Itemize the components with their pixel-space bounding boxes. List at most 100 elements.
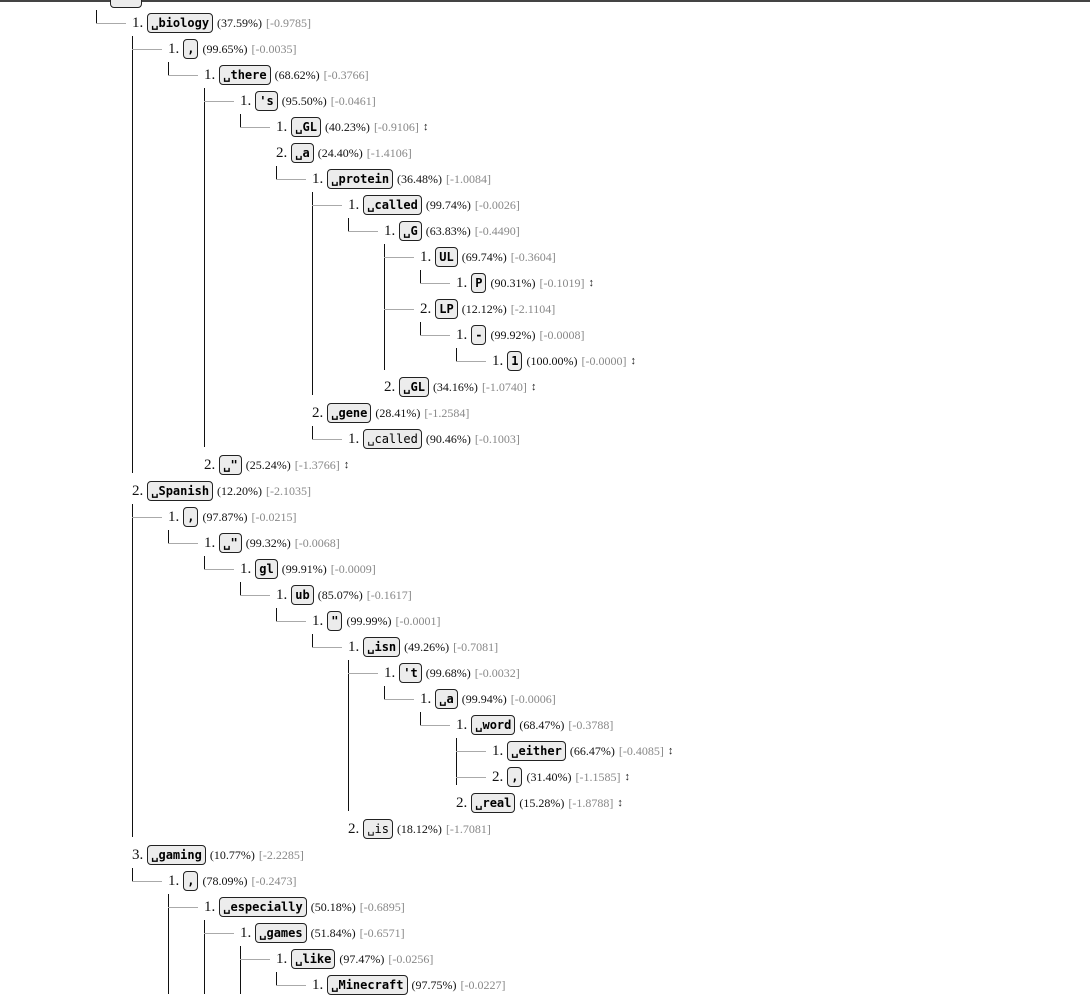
node-rank: 1. <box>456 326 468 343</box>
tree-connector-vertical <box>384 686 385 699</box>
token-chip[interactable]: ␣games <box>255 923 307 943</box>
node-rank: 1. <box>204 898 216 915</box>
expand-arrows-icon[interactable]: ↕ <box>343 459 350 471</box>
tree-connector-horizontal <box>420 283 450 284</box>
token-logprob: [-2.1104] <box>510 301 556 316</box>
token-chip[interactable]: LP <box>435 299 458 319</box>
tree-connector-horizontal <box>240 595 270 596</box>
token-chip[interactable]: ␣called <box>363 195 422 215</box>
token-logprob: [-0.0000] <box>581 353 627 368</box>
token-chip[interactable]: ␣G <box>399 221 422 241</box>
tree-node: 2.␣real(15.28%)[-1.8788]↕ <box>456 792 623 814</box>
token-chip[interactable]: ␣there <box>219 65 271 85</box>
token-logprob: [-2.2285] <box>258 847 304 862</box>
tree-connector-vertical <box>312 426 313 439</box>
token-chip[interactable]: gl <box>255 559 278 579</box>
token-probability: (10.77%) <box>209 847 255 862</box>
token-chip[interactable]: ␣is <box>363 819 393 839</box>
token-probability: (97.47%) <box>339 951 385 966</box>
token-probability: (100.00%) <box>526 353 578 368</box>
token-chip[interactable]: , <box>507 767 523 787</box>
expand-arrows-icon[interactable]: ↕ <box>667 745 674 757</box>
token-chip[interactable]: ␣isn <box>363 637 401 657</box>
tree-connector-vertical <box>312 192 313 395</box>
token-chip[interactable]: ␣" <box>219 455 242 475</box>
tree-connector-horizontal <box>96 23 126 24</box>
tree-connector-vertical <box>420 322 421 335</box>
token-chip[interactable]: , <box>183 39 199 59</box>
token-chip[interactable]: P <box>471 273 487 293</box>
parent-token-box-clipped[interactable] <box>110 0 142 8</box>
tree-connector-vertical <box>204 88 205 447</box>
token-chip[interactable]: ␣a <box>435 689 458 709</box>
token-probability: (95.50%) <box>281 93 327 108</box>
token-chip[interactable]: ␣word <box>471 715 516 735</box>
window-top-border <box>0 0 1090 2</box>
token-chip[interactable]: 1 <box>507 351 523 371</box>
token-logprob: [-1.7081] <box>445 821 491 836</box>
tree-connector-horizontal <box>132 517 162 518</box>
token-chip[interactable]: ␣Spanish <box>147 481 214 501</box>
token-logprob: [-0.1019] <box>539 275 585 290</box>
tree-connector-vertical <box>348 660 349 811</box>
token-chip[interactable]: ␣real <box>471 793 516 813</box>
token-probability: (85.07%) <box>317 587 363 602</box>
token-chip[interactable]: UL <box>435 247 458 267</box>
tree-node: 1.'t(99.68%)[-0.0032] <box>384 662 520 684</box>
token-chip[interactable]: - <box>471 325 487 345</box>
token-probability: (99.74%) <box>425 197 471 212</box>
token-probability: (63.83%) <box>425 223 471 238</box>
token-probability: (78.09%) <box>202 873 248 888</box>
tree-connector-vertical <box>132 868 133 881</box>
expand-arrows-icon[interactable]: ↕ <box>630 355 636 367</box>
token-chip[interactable]: 's <box>255 91 278 111</box>
tree-node: 1."(99.99%)[-0.0001] <box>312 610 440 632</box>
token-chip[interactable]: , <box>183 871 199 891</box>
node-rank: 1. <box>492 352 504 369</box>
token-logprob: [-0.3788] <box>568 717 614 732</box>
node-rank: 1. <box>168 872 180 889</box>
node-rank: 2. <box>456 794 468 811</box>
token-chip[interactable]: ␣especially <box>219 897 307 917</box>
token-chip[interactable]: ␣biology <box>147 13 214 33</box>
token-chip[interactable]: ␣like <box>291 949 336 969</box>
token-probability: (18.12%) <box>396 821 442 836</box>
expand-arrows-icon[interactable]: ↕ <box>588 277 594 289</box>
token-probability: (90.46%) <box>425 431 471 446</box>
token-chip[interactable]: ␣called <box>363 429 422 449</box>
tree-node: 3.␣gaming(10.77%)[-2.2285] <box>132 844 304 866</box>
token-logprob: [-0.6571] <box>359 925 405 940</box>
tree-connector-vertical <box>96 10 97 23</box>
token-probability: (49.26%) <box>404 639 450 654</box>
tree-node: 1.P(90.31%)[-0.1019]↕ <box>456 272 594 294</box>
expand-arrows-icon[interactable]: ↕ <box>530 381 537 393</box>
token-logprob: [-0.0068] <box>294 535 340 550</box>
token-chip[interactable]: ␣a <box>291 143 314 163</box>
expand-arrows-icon[interactable]: ↕ <box>422 121 429 133</box>
token-chip[interactable]: ␣GL <box>399 377 429 397</box>
token-chip[interactable]: ␣gene <box>327 403 372 423</box>
token-chip[interactable]: ␣either <box>507 741 566 761</box>
token-chip[interactable]: " <box>327 611 343 631</box>
token-probability: (31.40%) <box>526 769 572 784</box>
tree-node: 1.␣protein(36.48%)[-1.0084] <box>312 168 491 190</box>
token-chip[interactable]: ␣Minecraft <box>327 975 408 995</box>
expand-arrows-icon[interactable]: ↕ <box>617 797 623 809</box>
token-probability: (69.74%) <box>461 249 507 264</box>
tree-connector-vertical <box>276 608 277 621</box>
token-chip[interactable]: ␣gaming <box>147 845 206 865</box>
node-rank: 1. <box>132 14 144 31</box>
token-chip[interactable]: ␣GL <box>291 117 321 137</box>
tree-connector-vertical <box>204 556 205 569</box>
token-chip[interactable]: , <box>183 507 199 527</box>
node-rank: 3. <box>132 846 144 863</box>
token-chip[interactable]: ␣protein <box>327 169 394 189</box>
token-logprob: [-1.4106] <box>366 145 412 160</box>
token-chip[interactable]: ␣" <box>219 533 242 553</box>
node-rank: 1. <box>204 66 216 83</box>
tree-connector-horizontal <box>384 309 414 310</box>
tree-connector-horizontal <box>312 647 342 648</box>
token-chip[interactable]: ub <box>291 585 314 605</box>
token-chip[interactable]: 't <box>399 663 422 683</box>
expand-arrows-icon[interactable]: ↕ <box>624 771 630 783</box>
